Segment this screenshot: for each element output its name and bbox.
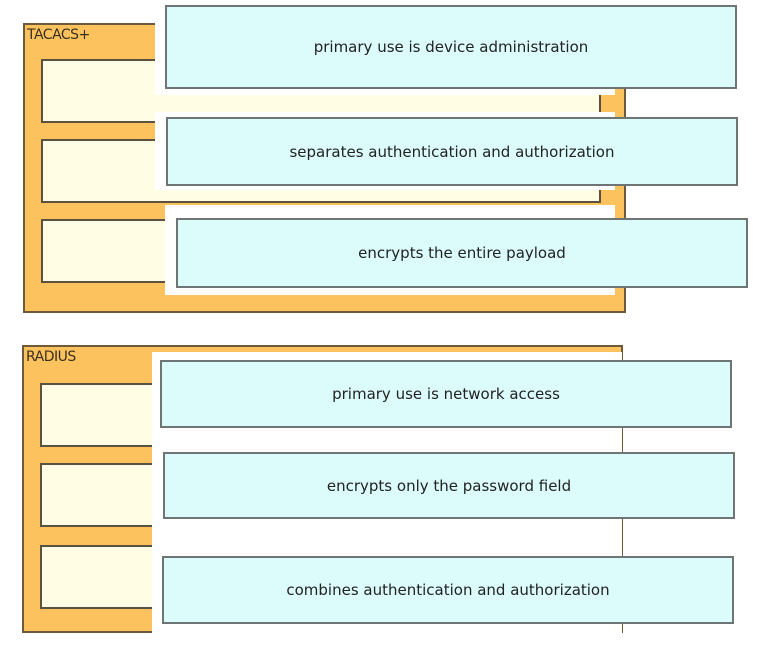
- answer-tile[interactable]: combines authentication and authorizatio…: [162, 556, 734, 624]
- group-title: RADIUS: [26, 349, 76, 365]
- answer-tile[interactable]: encrypts only the password field: [163, 452, 735, 519]
- group-title: TACACS+: [27, 27, 90, 43]
- answer-tile[interactable]: separates authentication and authorizati…: [166, 117, 738, 186]
- answer-tile[interactable]: encrypts the entire payload: [176, 218, 748, 288]
- answer-tile[interactable]: primary use is device administration: [165, 5, 737, 89]
- answer-tile[interactable]: primary use is network access: [160, 360, 732, 428]
